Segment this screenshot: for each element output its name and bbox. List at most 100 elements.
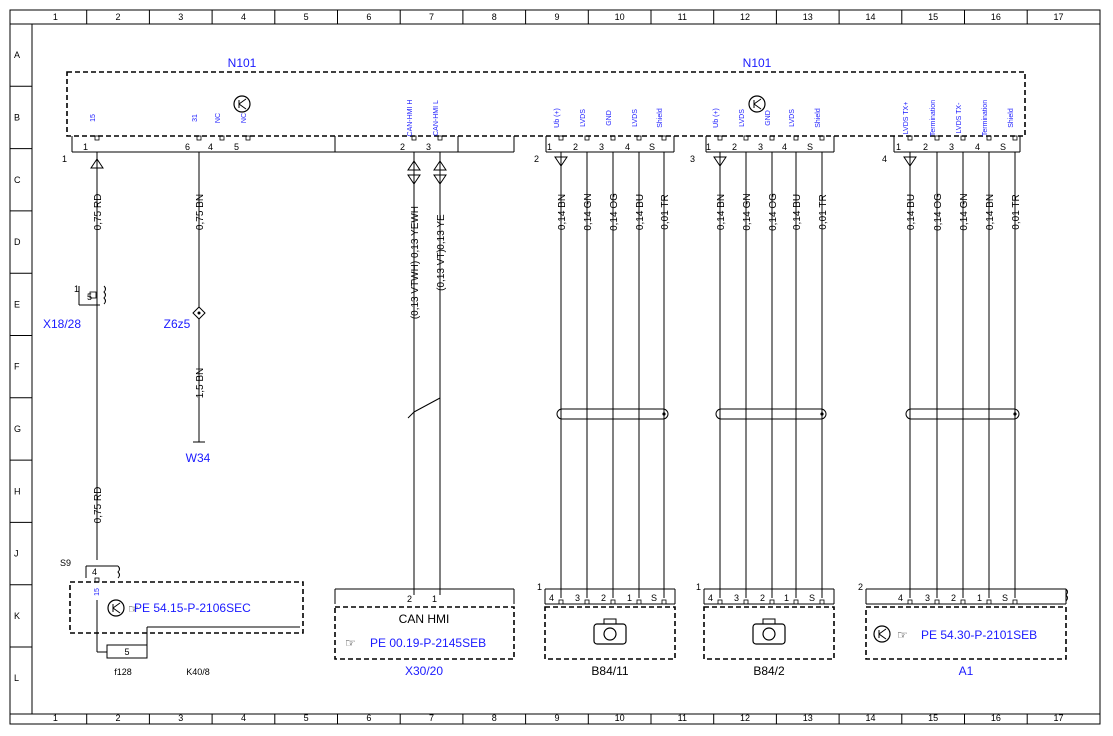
pin-signal-label: LVDS [580, 109, 587, 127]
wire-label: 0,14 BU [792, 194, 803, 230]
pin-number: 3 [949, 142, 954, 152]
wire-label: 0,14 OG [609, 193, 620, 231]
pin-signal-label: 15 [90, 114, 97, 122]
grid-row-label: K [14, 611, 20, 621]
x18-connector-number: 1 [74, 284, 79, 294]
wire-label: 0,14 BN [985, 194, 996, 230]
wire-label-lower: 0,75 RD [93, 487, 104, 524]
x18-pin-number: 5 [87, 292, 92, 302]
pin-number: 2 [400, 142, 405, 152]
pin-terminal [907, 135, 913, 141]
grid-column-label: 6 [366, 12, 371, 22]
wire-label: 0,14 GN [583, 193, 594, 230]
b84_11-label: B84/11 [591, 664, 628, 678]
pin-number: 2 [951, 593, 956, 603]
camera-icon-lens [762, 627, 776, 641]
grid-column-label: 9 [554, 12, 559, 22]
a1-reference: PE 54.30-P-2101SEB [921, 628, 1037, 642]
grid-row-label: L [14, 673, 19, 683]
wire-label: 0,14 OG [933, 193, 944, 231]
pin-terminal [793, 599, 799, 605]
pin-number: 4 [549, 593, 554, 603]
grid-row-label: C [14, 175, 21, 185]
grid-column-label: 6 [366, 713, 371, 723]
connector-number: 1 [62, 154, 67, 164]
x18-label: X18/28 [43, 317, 81, 331]
pin-number: 6 [185, 142, 190, 152]
wire-label: 0,14 BN [557, 194, 568, 230]
wire-label: 0,14 GN [959, 193, 970, 230]
grid-column-label: 1 [53, 713, 58, 723]
grid-column-label: 12 [740, 12, 750, 22]
pin-number: 1 [83, 142, 88, 152]
b84_11-box [544, 606, 676, 660]
grid-column-label: 15 [928, 713, 938, 723]
a1-spring [1065, 588, 1068, 602]
pin-number: 1 [896, 142, 901, 152]
pin-signal-label: NC [241, 113, 248, 123]
pin-signal-label: GND [606, 110, 613, 126]
z6z5-label: Z6z5 [164, 317, 191, 331]
pin-terminal [636, 599, 642, 605]
pin-number: S [651, 593, 657, 603]
pin-terminal [769, 135, 775, 141]
grid-row-label: H [14, 486, 21, 496]
twist-mark [413, 397, 441, 413]
pin-signal-label: CAN-HMI L [433, 100, 440, 136]
pin-terminal [793, 135, 799, 141]
s9-pin [94, 577, 100, 583]
x18-spring [103, 285, 106, 305]
pin-signal-label: Ub (+) [713, 108, 720, 128]
wire-label-can-h: 0,13 YEWH [410, 206, 421, 258]
pin-terminal [610, 135, 616, 141]
plug-symbol [90, 158, 104, 169]
pin-terminal [1012, 135, 1018, 141]
pin-signal-label: Ub (+) [554, 108, 561, 128]
pin-terminal [584, 599, 590, 605]
grid-column-label: 11 [678, 12, 687, 22]
grid-column-label: 5 [304, 12, 309, 22]
pin-terminal [219, 135, 225, 141]
pin-terminal [819, 599, 825, 605]
x30-box [334, 606, 515, 660]
pin-terminal [907, 599, 913, 605]
grid-column-label: 12 [740, 713, 750, 723]
pin-signal-label: CAN-HMI H [407, 100, 414, 137]
ecu-icon-arm [238, 98, 247, 105]
plug-symbol [407, 174, 421, 185]
plug-symbol [407, 160, 421, 171]
grid-column-label: 13 [803, 713, 813, 723]
pin-number: 2 [923, 142, 928, 152]
grid-column-label: 7 [429, 713, 434, 723]
camera-icon [752, 623, 786, 645]
grid-column-label: 10 [615, 713, 625, 723]
pin-number: 1 [547, 142, 552, 152]
ecu-icon-arm [238, 103, 247, 110]
pin-number: 3 [734, 593, 739, 603]
pin-terminal [986, 599, 992, 605]
ecu-icon-arm [112, 607, 121, 614]
a1-connector-number: 2 [858, 582, 863, 592]
pin-signal-label: Termination [930, 100, 937, 136]
w34-label: W34 [186, 451, 211, 465]
pin-terminal [245, 135, 251, 141]
grid-column-label: 2 [116, 713, 121, 723]
grid-column-label: 9 [554, 713, 559, 723]
hand-pointer-icon: ☞ [128, 602, 139, 616]
wire-label: 0,14 BN [716, 194, 727, 230]
grid-row-label: J [14, 549, 19, 559]
pin-number: S [809, 593, 815, 603]
pin-signal-label: 31 [192, 114, 199, 122]
grid-column-label: 10 [615, 12, 625, 22]
s9-signal-label: 15 [94, 588, 101, 596]
pin-number: 1 [706, 142, 711, 152]
x30-pin-number: 2 [407, 594, 412, 604]
pin-signal-label: Shield [1008, 108, 1015, 128]
k40-reference: PE 54.15-P-2106SEC [134, 601, 251, 615]
grid-column-label: 4 [241, 713, 246, 723]
hand-pointer-icon: ☞ [345, 636, 356, 650]
pin-terminal [661, 135, 667, 141]
pin-terminal [934, 599, 940, 605]
connector-number: 3 [690, 154, 695, 164]
